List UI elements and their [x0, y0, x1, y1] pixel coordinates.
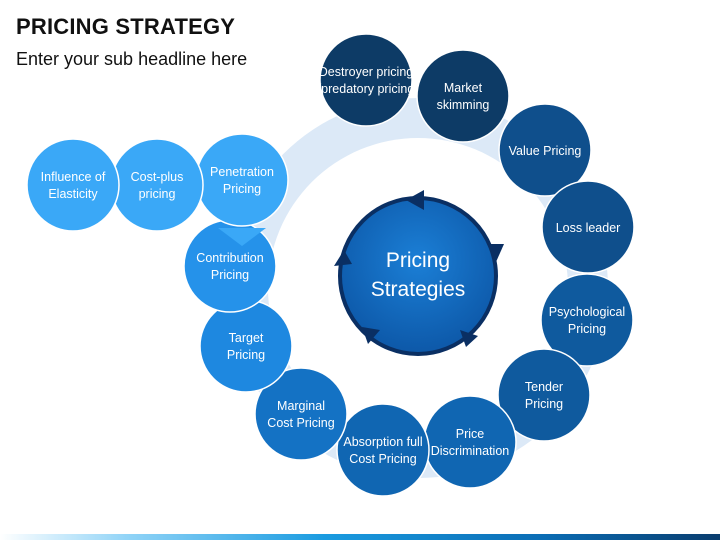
connector-arrow-icon: [218, 228, 266, 246]
strategy-node-cost-plus-pricing: Cost-plus pricing: [110, 138, 204, 232]
node-label-line2: Pricing: [525, 397, 563, 411]
node-label-line2: pricing: [139, 187, 176, 201]
node-label-line1: Marginal: [277, 399, 325, 413]
strategy-node-value-pricing: Value Pricing: [498, 103, 592, 197]
node-circle: [199, 299, 293, 393]
node-label-line1: Absorption full: [343, 435, 422, 449]
node-label-line1: Contribution: [196, 251, 263, 265]
center-label-line2: Strategies: [371, 278, 466, 301]
strategy-node-influence-of-elasticity: Influence of Elasticity: [26, 138, 120, 232]
node-circle: [254, 367, 348, 461]
center-label-line1: Pricing: [386, 249, 450, 272]
node-circle: [498, 103, 592, 197]
node-label-line2: skimming: [437, 98, 490, 112]
cycle-arrow-right-icon: [488, 244, 504, 262]
node-circle: [541, 180, 635, 274]
node-label-line1: Cost-plus: [131, 170, 184, 184]
node-label-line2: Pricing: [211, 268, 249, 282]
node-circle: [336, 403, 430, 497]
cycle-arrow-left-icon: [334, 250, 352, 266]
node-label-line2: Pricing: [223, 182, 261, 196]
cycle-arrow-bottom-right-icon: [460, 330, 478, 347]
node-circle: [319, 33, 413, 127]
node-label-line2: /predatory pricing: [318, 82, 415, 96]
node-label-line1: Target: [229, 331, 264, 345]
strategy-node-destroyer-pricing-predatory-pricing: Destroyer pricing/predatory pricing: [318, 33, 415, 127]
node-circle: [110, 138, 204, 232]
node-label-line2: Elasticity: [48, 187, 98, 201]
node-circle: [416, 49, 510, 143]
node-circle: [195, 133, 289, 227]
node-label-line1: Influence of: [41, 170, 106, 184]
node-circle: [423, 395, 517, 489]
node-label-line2: Pricing: [568, 322, 606, 336]
node-label-line1: Destroyer pricing: [319, 65, 414, 79]
node-label-line2: Cost Pricing: [267, 416, 334, 430]
node-circle: [26, 138, 120, 232]
node-label-line1: Tender: [525, 380, 563, 394]
node-label-line1: Value Pricing: [509, 144, 582, 158]
bottom-accent-bar: [0, 534, 720, 540]
node-label-line1: Penetration: [210, 165, 274, 179]
strategy-node-market-skimming: Market skimming: [416, 49, 510, 143]
node-label-line1: Psychological: [549, 305, 625, 319]
cycle-arrow-bottom-left-icon: [362, 327, 380, 344]
page-subtitle: Enter your sub headline here: [16, 49, 248, 69]
node-circle: [540, 273, 634, 367]
node-label-line2: Pricing: [227, 348, 265, 362]
node-label-line1: Market: [444, 81, 483, 95]
page-title: PRICING STRATEGY: [16, 14, 236, 39]
center-node: Pricing Strategies: [334, 190, 504, 356]
node-label-line1: Loss leader: [556, 221, 621, 235]
node-label-line1: Price: [456, 427, 485, 441]
node-label-line2: Cost Pricing: [349, 452, 416, 466]
strategy-node-loss-leader: Loss leader: [541, 180, 635, 274]
node-label-line2: Discrimination: [431, 444, 510, 458]
node-circle: [497, 348, 591, 442]
cycle-arrow-top-icon: [406, 190, 424, 210]
